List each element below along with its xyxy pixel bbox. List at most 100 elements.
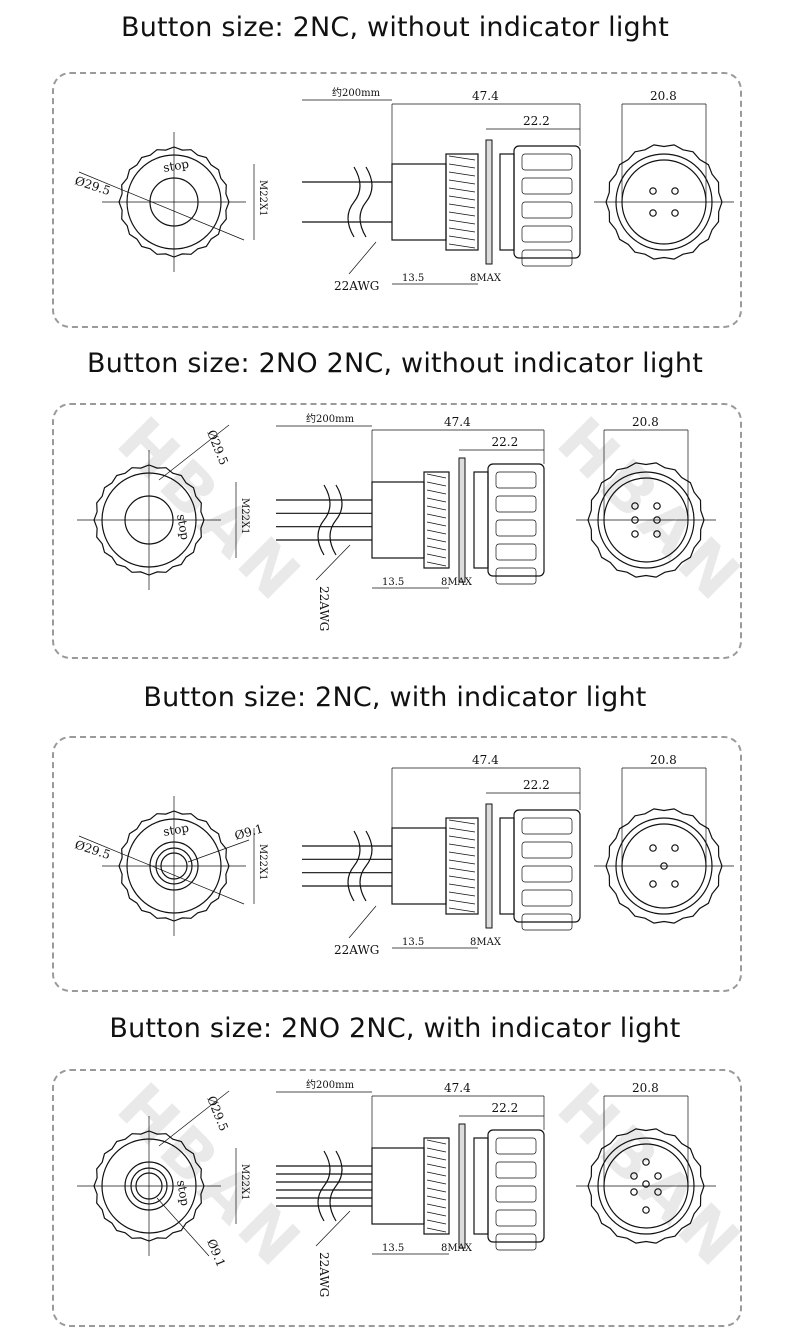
knurl-groove bbox=[521, 201, 573, 219]
head-collar bbox=[499, 817, 515, 915]
thread-line bbox=[426, 1203, 447, 1209]
connector-pin bbox=[642, 1206, 650, 1214]
head-length-label: 22.2 bbox=[492, 435, 519, 449]
thread-line bbox=[426, 529, 447, 535]
thread-line bbox=[426, 489, 447, 495]
threaded-nut bbox=[423, 471, 450, 569]
knurl-groove bbox=[521, 225, 573, 243]
knurl-groove bbox=[495, 567, 537, 585]
connector-pin bbox=[630, 1188, 638, 1196]
connector-pin bbox=[631, 530, 639, 538]
awg-label: 22AWG bbox=[317, 586, 331, 631]
thread-line bbox=[448, 227, 476, 233]
thread-line bbox=[448, 875, 476, 881]
max-thickness-label: 8MAX bbox=[441, 1243, 473, 1254]
connector-pin bbox=[649, 880, 657, 888]
watermark-text: HBAN bbox=[543, 405, 740, 619]
thread-line bbox=[448, 179, 476, 185]
thread-line bbox=[448, 899, 476, 905]
awg-leader bbox=[315, 544, 351, 581]
thread-line bbox=[426, 1195, 447, 1201]
knurl-groove bbox=[495, 471, 537, 489]
diameter-leader bbox=[158, 1090, 230, 1147]
thread-line bbox=[426, 1163, 447, 1169]
thread-line bbox=[448, 867, 476, 873]
thread-line bbox=[448, 219, 476, 225]
knurl-groove bbox=[495, 519, 537, 537]
awg-label: 22AWG bbox=[317, 1252, 331, 1297]
thread-line bbox=[448, 203, 476, 209]
knurl-groove bbox=[521, 817, 573, 835]
head-length-label: 22.2 bbox=[523, 114, 550, 128]
knurl-groove bbox=[495, 1233, 537, 1251]
knurl-groove bbox=[521, 153, 573, 171]
face-dim-label: 20.8 bbox=[650, 89, 677, 103]
max-thickness-label: 8MAX bbox=[470, 273, 502, 284]
thread-line bbox=[448, 171, 476, 177]
threaded-nut bbox=[445, 817, 479, 915]
panel-flange bbox=[485, 139, 493, 265]
awg-label: 22AWG bbox=[334, 279, 379, 293]
thread-line bbox=[448, 843, 476, 849]
connector-pin bbox=[653, 530, 661, 538]
thread-line bbox=[426, 561, 447, 567]
wire-break-mark bbox=[329, 484, 343, 556]
thread-line bbox=[448, 851, 476, 857]
max-thickness-label: 8MAX bbox=[470, 937, 502, 948]
head-length-label: 22.2 bbox=[523, 778, 550, 792]
diameter-leader bbox=[78, 171, 245, 241]
thread-line bbox=[448, 211, 476, 217]
thread-line bbox=[426, 1187, 447, 1193]
switch-body bbox=[371, 1147, 425, 1225]
connector-pin bbox=[653, 516, 661, 524]
knurl-groove bbox=[495, 1185, 537, 1203]
knurl-groove bbox=[521, 249, 573, 267]
thread-line bbox=[448, 163, 476, 169]
thread-line bbox=[426, 481, 447, 487]
connector-pin bbox=[653, 502, 661, 510]
thread-line bbox=[426, 505, 447, 511]
indicator-leader bbox=[156, 1197, 210, 1257]
head-collar bbox=[499, 153, 515, 251]
section-4: Button size: 2NO 2NC, with indicator lig… bbox=[0, 1005, 790, 1344]
connector-pin bbox=[671, 187, 679, 195]
overall-length-label: 47.4 bbox=[444, 1081, 471, 1095]
wire-length-label: 约200mm bbox=[306, 1078, 355, 1091]
thread-line bbox=[426, 553, 447, 559]
wire-break-mark bbox=[329, 1150, 343, 1222]
wire-break-mark bbox=[359, 830, 373, 902]
overall-length-label: 47.4 bbox=[472, 753, 499, 767]
thread-line bbox=[426, 473, 447, 479]
indicator-leader bbox=[187, 839, 250, 863]
wire-break-mark bbox=[359, 166, 373, 238]
wire-length-label: 约200mm bbox=[332, 86, 381, 99]
connector-pin bbox=[654, 1188, 662, 1196]
base-length-label: 13.5 bbox=[402, 273, 424, 284]
awg-leader bbox=[348, 905, 377, 939]
thread-label: M22X1 bbox=[257, 844, 268, 880]
wire-break-mark bbox=[317, 484, 331, 556]
thread-line bbox=[426, 1147, 447, 1153]
connector-pin bbox=[671, 844, 679, 852]
wire-break-mark bbox=[347, 830, 361, 902]
thread-line bbox=[448, 835, 476, 841]
section-1: Button size: 2NC, without indicator ligh… bbox=[0, 0, 790, 335]
knurl-groove bbox=[521, 177, 573, 195]
wire-break-mark bbox=[347, 166, 361, 238]
connector-pin bbox=[631, 502, 639, 510]
awg-label: 22AWG bbox=[334, 943, 379, 957]
thread-line bbox=[426, 1179, 447, 1185]
thread-line bbox=[448, 195, 476, 201]
awg-leader bbox=[315, 1210, 351, 1247]
section-2: Button size: 2NO 2NC, without indicator … bbox=[0, 335, 790, 670]
thread-line bbox=[426, 1139, 447, 1145]
thread-line bbox=[426, 521, 447, 527]
knurl-groove bbox=[495, 1137, 537, 1155]
thread-line bbox=[426, 1155, 447, 1161]
section-title: Button size: 2NO 2NC, with indicator lig… bbox=[109, 1013, 681, 1044]
wire-length-label: 约200mm bbox=[306, 412, 355, 425]
thread-line bbox=[448, 883, 476, 889]
